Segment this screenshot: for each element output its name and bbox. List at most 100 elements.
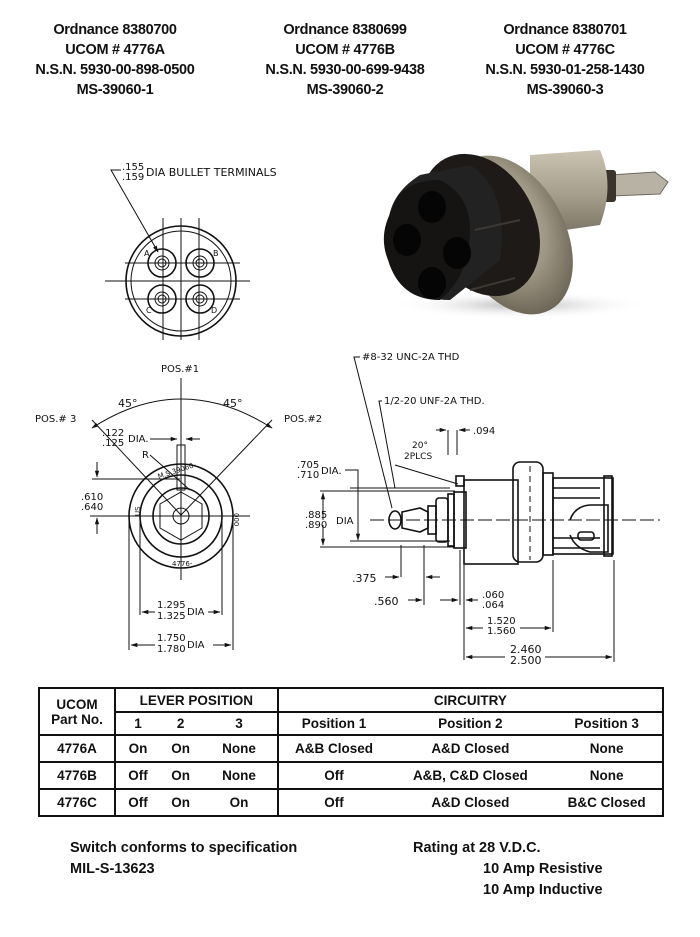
pos1-label: POS.#1 <box>161 364 199 375</box>
angle-left-label: 45° <box>118 397 138 410</box>
cell-circuit-1: A&B Closed <box>276 734 390 762</box>
rating-line-3: 10 Amp Inductive <box>483 882 603 898</box>
cell-lever-2: On <box>160 761 202 789</box>
nsn-number: N.S.N. 5930-01-258-1430 <box>485 62 645 78</box>
table-row: 4776C Off On On Off A&D Closed B&C Close… <box>39 788 663 816</box>
outer-dia-suffix: DIA <box>187 640 205 651</box>
nut-dia-bottom: .710 <box>297 470 319 481</box>
ordnance-number: Ordnance 8380700 <box>53 22 177 38</box>
rating-line-2: 10 Amp Resistive <box>483 861 603 877</box>
part-header-4776b: Ordnance 8380699 UCOM # 4776B N.S.N. 593… <box>245 20 445 100</box>
header-circuit-2: Position 2 <box>389 711 552 735</box>
cell-lever-3: None <box>201 761 278 789</box>
angle-top: 20° <box>412 441 428 451</box>
nsn-number: N.S.N. 5930-00-699-9438 <box>265 62 425 78</box>
pos2-label: POS.#2 <box>284 414 322 425</box>
cell-lever-3: On <box>201 788 278 816</box>
cell-circuit-2: A&D Closed <box>389 734 552 762</box>
terminal-letter-d: D <box>211 306 217 315</box>
total-len-top: 2.460 <box>510 643 542 656</box>
cell-circuit-2: A&D Closed <box>389 788 552 816</box>
lever-end-view: POS.#1 45° 45° POS.# 3 POS.#2 .122 .125 … <box>35 364 322 655</box>
cell-lever-1: Off <box>113 788 160 816</box>
header-lever-1: 1 <box>113 711 160 735</box>
header-circuit-1: Position 1 <box>276 711 390 735</box>
body-len-bottom: 1.560 <box>487 626 516 637</box>
header-circuit-3: Position 3 <box>551 711 663 735</box>
terminal-a <box>147 248 177 278</box>
hole-dia-suffix: DIA. <box>128 434 149 445</box>
nut-dia-suffix: DIA. <box>321 466 342 477</box>
nsn-number: N.S.N. 5930-00-898-0500 <box>35 62 195 78</box>
cell-circuit-1: Off <box>276 761 390 789</box>
angle-bottom: 2PLCS <box>404 452 432 462</box>
cell-lever-1: Off <box>113 761 160 789</box>
rating-note: Rating at 28 V.D.C. 10 Amp Resistive 10 … <box>413 838 603 901</box>
ucom-number: UCOM # 4776A <box>65 42 165 58</box>
terminal-b <box>185 248 215 278</box>
thread-2-label: 1/2-20 UNF-2A THD. <box>384 396 485 407</box>
flange-top: .060 <box>482 590 504 601</box>
terminal-letter-a: A <box>144 249 150 258</box>
hole-dia-bottom: .125 <box>102 438 124 449</box>
ordnance-number: Ordnance 8380699 <box>283 22 407 38</box>
inner-dia-bottom: 1.325 <box>157 611 186 622</box>
body-len-top: 1.520 <box>487 616 516 627</box>
cell-part: 4776C <box>39 788 115 816</box>
header-part-no: UCOM Part No. <box>39 688 115 735</box>
terminal-c <box>147 284 177 314</box>
terminal-dia-top: .155 <box>122 162 144 173</box>
inner-dia-top: 1.295 <box>157 600 186 611</box>
cell-lever-3: None <box>201 734 278 762</box>
hole-dia-top: .122 <box>102 428 124 439</box>
switch-position-table: UCOM Part No. LEVER POSITION CIRCUITRY 1… <box>38 687 664 817</box>
pos3-label: POS.# 3 <box>35 414 76 425</box>
header-lever-2: 2 <box>160 711 202 735</box>
part-header-4776a: Ordnance 8380700 UCOM # 4776A N.S.N. 593… <box>15 20 215 100</box>
dim-094: .094 <box>473 426 495 437</box>
dim-560: .560 <box>374 595 399 608</box>
cell-lever-2: On <box>160 788 202 816</box>
ucom-number: UCOM # 4776C <box>515 42 615 58</box>
header-lever-3: 3 <box>201 711 278 735</box>
header-circuitry: CIRCUITRY <box>276 688 663 712</box>
marking-bottom: 4776- <box>172 560 193 568</box>
terminal-d <box>185 284 215 314</box>
terminal-end-view: .155 .159 DIA BULLET TERMINALS A B C D <box>105 162 277 340</box>
inner-dia-suffix: DIA <box>187 607 205 618</box>
ms-number: MS-39060-2 <box>306 82 384 98</box>
cell-circuit-3: B&C Closed <box>551 788 663 816</box>
radius-label: R <box>142 450 149 461</box>
header-lever-position: LEVER POSITION <box>113 688 278 712</box>
flange-bottom: .064 <box>482 600 504 611</box>
cell-lever-1: On <box>113 734 160 762</box>
terminal-dia-bottom: .159 <box>122 172 144 183</box>
total-len-bottom: 2.500 <box>510 654 542 667</box>
cell-part: 4776B <box>39 761 115 789</box>
cell-lever-2: On <box>160 734 202 762</box>
switch-body <box>455 461 614 565</box>
rating-line-1: Rating at 28 V.D.C. <box>413 840 541 856</box>
table-row: 4776A On On None A&B Closed A&D Closed N… <box>39 734 663 762</box>
ordnance-number: Ordnance 8380701 <box>503 22 627 38</box>
cell-circuit-2: A&B, C&D Closed <box>389 761 552 789</box>
height-top: .610 <box>81 492 103 503</box>
switch-photo <box>383 150 669 319</box>
technical-drawing: .155 .159 DIA BULLET TERMINALS A B C D <box>35 150 669 667</box>
cell-circuit-3: None <box>551 761 663 789</box>
nut-dia-top: .705 <box>297 460 319 471</box>
lever-shaft <box>388 491 467 549</box>
ms-number: MS-39060-3 <box>526 82 604 98</box>
height-bottom: .640 <box>81 502 103 513</box>
part-header-4776c: Ordnance 8380701 UCOM # 4776C N.S.N. 593… <box>465 20 665 100</box>
outer-dia-top: 1.750 <box>157 633 186 644</box>
shaft-dia-bottom: .890 <box>305 520 327 531</box>
shaft-dia-top: .885 <box>305 510 327 521</box>
cell-circuit-3: None <box>551 734 663 762</box>
cell-circuit-1: Off <box>276 788 390 816</box>
terminal-letter-b: B <box>213 249 219 258</box>
header-part-line2: Part No. <box>51 711 103 727</box>
cell-part: 4776A <box>39 734 115 762</box>
angle-right-label: 45° <box>223 397 243 410</box>
terminal-letter-c: C <box>146 306 152 315</box>
